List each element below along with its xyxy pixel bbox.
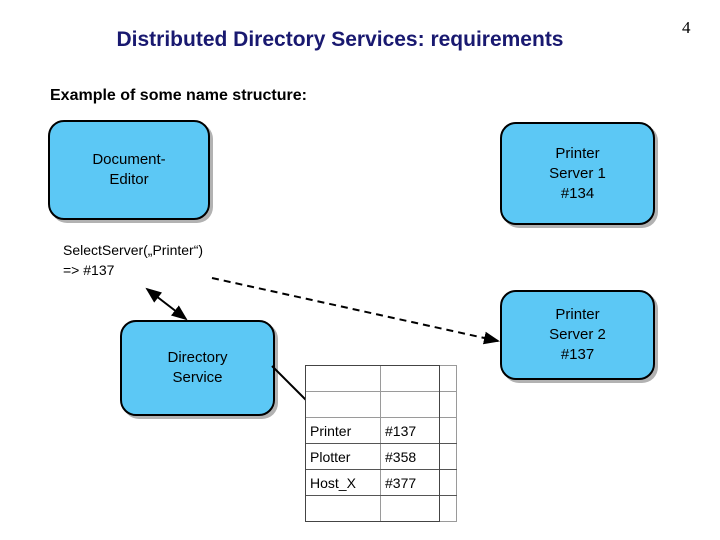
node-document-editor-line1: Document- [92,151,166,168]
select-server-call-result: => #137 [63,262,115,278]
node-directory-service[interactable]: Directory Service [120,320,275,416]
node-directory-service-line1: Directory [167,349,228,366]
node-directory-service-line2: Service [172,369,223,386]
select-server-call-line1: SelectServer(„Printer“) [63,242,204,258]
table-cell-value: #137 [380,417,457,444]
name-binding-table-body: Printer #137 Plotter #358 Host_X #377 [305,365,457,522]
table-row[interactable] [305,365,457,392]
table-row[interactable]: Printer #137 [305,417,457,444]
node-document-editor-line2: Editor [109,171,149,188]
node-printer-server-1-line1: Printer [555,144,600,162]
name-binding-table[interactable]: Printer #137 Plotter #358 Host_X #377 [305,365,457,522]
table-cell-name: Host_X [305,469,381,496]
table-cell-value: #358 [380,443,457,470]
table-cell-name: Printer [305,417,381,444]
node-printer-server-1-line3: #134 [560,184,595,202]
table-cell-name [305,495,381,522]
table-cell-value [380,495,457,522]
node-printer-server-1[interactable]: Printer Server 1 #134 [500,122,655,225]
node-printer-server-2[interactable]: Printer Server 2 #137 [500,290,655,380]
node-document-editor[interactable]: Document- Editor [48,120,210,220]
page-number: 4 [682,18,691,37]
node-printer-server-2-line1: Printer [555,306,600,323]
page-title: Distributed Directory Services: requirem… [116,28,564,51]
table-cell-name [305,365,381,392]
table-row[interactable] [305,495,457,522]
table-row[interactable]: Host_X #377 [305,469,457,496]
table-cell-value [380,391,457,418]
table-row[interactable]: Plotter #358 [305,443,457,470]
node-printer-server-2-line3: #137 [560,346,595,363]
table-cell-value: #377 [380,469,457,496]
node-printer-server-1-line2: Server 1 [549,164,606,182]
example-caption: Example of some name structure: [50,87,307,104]
table-cell-name: Plotter [305,443,381,470]
table-cell-value [380,365,457,392]
table-row[interactable] [305,391,457,418]
table-cell-name [305,391,381,418]
node-printer-server-2-line2: Server 2 [549,326,606,343]
directory-table-link [271,365,309,403]
select-server-query-arrow [145,287,188,321]
